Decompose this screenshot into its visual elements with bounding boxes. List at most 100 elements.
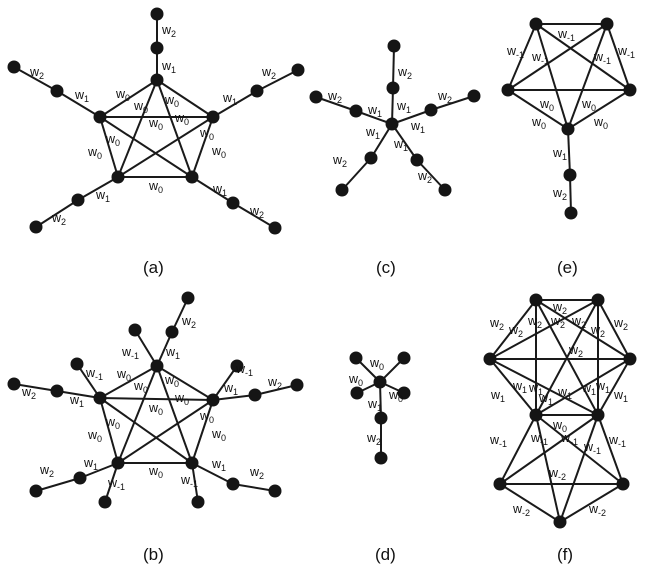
panel-b-edge: [117, 365, 158, 464]
panel-b-weight-label: w2: [267, 375, 282, 391]
panel-b-core-node: [150, 359, 164, 373]
panel-b-arm-edge: [104, 462, 119, 503]
panel-a-edge: [117, 116, 214, 178]
panel-a-weight-label: w2: [261, 65, 276, 81]
panel-e-weight-label: w0: [581, 97, 596, 113]
panel-a-arm-node: [226, 196, 240, 210]
panel-f-top-edge: [535, 358, 631, 416]
panel-b-weight-label: w1: [83, 456, 98, 472]
panel-b-arm-edge: [76, 363, 101, 399]
panel-f-node: [616, 477, 630, 491]
panel-e-weight-label: w0: [593, 115, 608, 131]
panel-a-weight-label: w1: [95, 188, 110, 204]
panel-f-weight-label: w1: [581, 381, 596, 397]
panel-a-edge: [99, 116, 193, 178]
panel-c-arm-edge: [370, 123, 393, 159]
panel-a-edge: [99, 79, 158, 118]
panel-b-leaf-node: [230, 359, 244, 373]
panel-f-weight-label: w0: [552, 418, 567, 434]
panel-b-arm-edge: [191, 462, 234, 485]
panel-a-weight-label: w0: [148, 116, 163, 132]
panel-b-weight-label: w1: [165, 345, 180, 361]
panel-e-weight-label: w0: [539, 97, 554, 113]
panel-f-weight-label: w-2: [512, 502, 530, 518]
panel-b-arm-edge: [191, 462, 199, 503]
panel-f-bottom-edge: [597, 414, 624, 485]
panel-a-arm-edge: [56, 90, 101, 118]
panel-f-weight-label: w1: [613, 388, 628, 404]
panel-c-weight-label: w2: [397, 65, 412, 81]
panel-f-node: [529, 408, 543, 422]
panel-b-leaf-node: [70, 357, 84, 371]
panel-f-top-edge: [489, 299, 537, 360]
panel-b-edge: [156, 365, 214, 401]
panel-c-arm-edge: [315, 96, 357, 112]
panel-e-core-node: [501, 83, 515, 97]
panel-f-bottom-edge: [535, 414, 561, 523]
panel-a-leaf-node: [268, 221, 282, 235]
panel-c-weight-label: w1: [393, 137, 408, 153]
panel-a-arm-edge: [13, 66, 58, 92]
panel-b-weight-label: w0: [164, 373, 179, 389]
panel-d-weight-label: w0: [369, 356, 384, 372]
panel-f-top-edge: [597, 358, 631, 416]
panel-a-leaf-node: [29, 220, 43, 234]
panel-b-arm-edge: [134, 329, 158, 367]
panel-c-leaf-node: [387, 39, 401, 53]
panel-a-caption: (a): [143, 258, 164, 277]
panel-a-arm-edge: [77, 176, 119, 201]
panel-a-core-node: [185, 170, 199, 184]
panel-d-chain-node: [374, 451, 388, 465]
panel-b-weight-label: w0: [148, 401, 163, 417]
panel-c-leaf-node: [467, 89, 481, 103]
panel-b-weight-label: w-1: [107, 476, 125, 492]
panel-a-weight-label: w0: [105, 132, 120, 148]
panel-d-weight-label: w1: [367, 397, 382, 413]
panel-f-bottom-edge: [535, 414, 624, 485]
panel-a-core-node: [150, 73, 164, 87]
panel-e-core-node: [600, 17, 614, 31]
panel-c-arm-node: [410, 153, 424, 167]
panel-e-weight-label: w1: [552, 146, 567, 162]
panel-f-weight-label: w-1: [489, 433, 507, 449]
panel-e-chain-node: [563, 168, 577, 182]
panel-e-weight-label: w-1: [557, 27, 575, 43]
panel-f-weight-label: w-2: [588, 502, 606, 518]
panel-e-edge: [606, 23, 631, 91]
panel-c-weight-label: w2: [327, 89, 342, 105]
panel-f-node: [591, 293, 605, 307]
panel-b-leaf-node: [290, 378, 304, 392]
panel-d-center-node: [373, 375, 387, 389]
panel-b-leaf-node: [7, 377, 21, 391]
panel-a-weight-label: w0: [133, 99, 148, 115]
panel-e-core-node: [623, 83, 637, 97]
panel-b-weight-label: w2: [21, 385, 36, 401]
panel-c-arm-node: [364, 151, 378, 165]
panel-e-edge: [507, 23, 608, 91]
panel-c-weight-label: w1: [410, 119, 425, 135]
panel-c-arm-edge: [391, 123, 418, 161]
panel-b-leaf-node: [98, 495, 112, 509]
panel-a-arm-node: [250, 84, 264, 98]
panel-f-node: [493, 477, 507, 491]
panel-a-weight-label: w2: [249, 204, 264, 220]
panel-c-weight-label: w2: [437, 89, 452, 105]
panel-c-arm-edge: [416, 159, 446, 191]
panel-f-top-edge: [489, 358, 537, 416]
panel-f-weight-label: w2: [527, 314, 542, 330]
panel-b-leaf-node: [29, 484, 43, 498]
panel-c-weight-label: w1: [367, 103, 382, 119]
panel-a-leaf-node: [7, 60, 21, 74]
panel-e-caption: (e): [557, 258, 578, 277]
panel-b-arm-node: [165, 325, 179, 339]
panel-b-edge: [99, 397, 214, 401]
panel-b-edge: [191, 399, 214, 464]
panel-f-caption: (f): [557, 545, 573, 564]
panel-b-arm-edge: [232, 483, 276, 492]
panel-e-weight-label: w-1: [593, 50, 611, 66]
panel-b-weight-label: w-1: [85, 366, 103, 382]
panel-e-edge: [507, 23, 537, 91]
panel-c-caption: (c): [376, 258, 396, 277]
edges-layer: [13, 14, 631, 523]
